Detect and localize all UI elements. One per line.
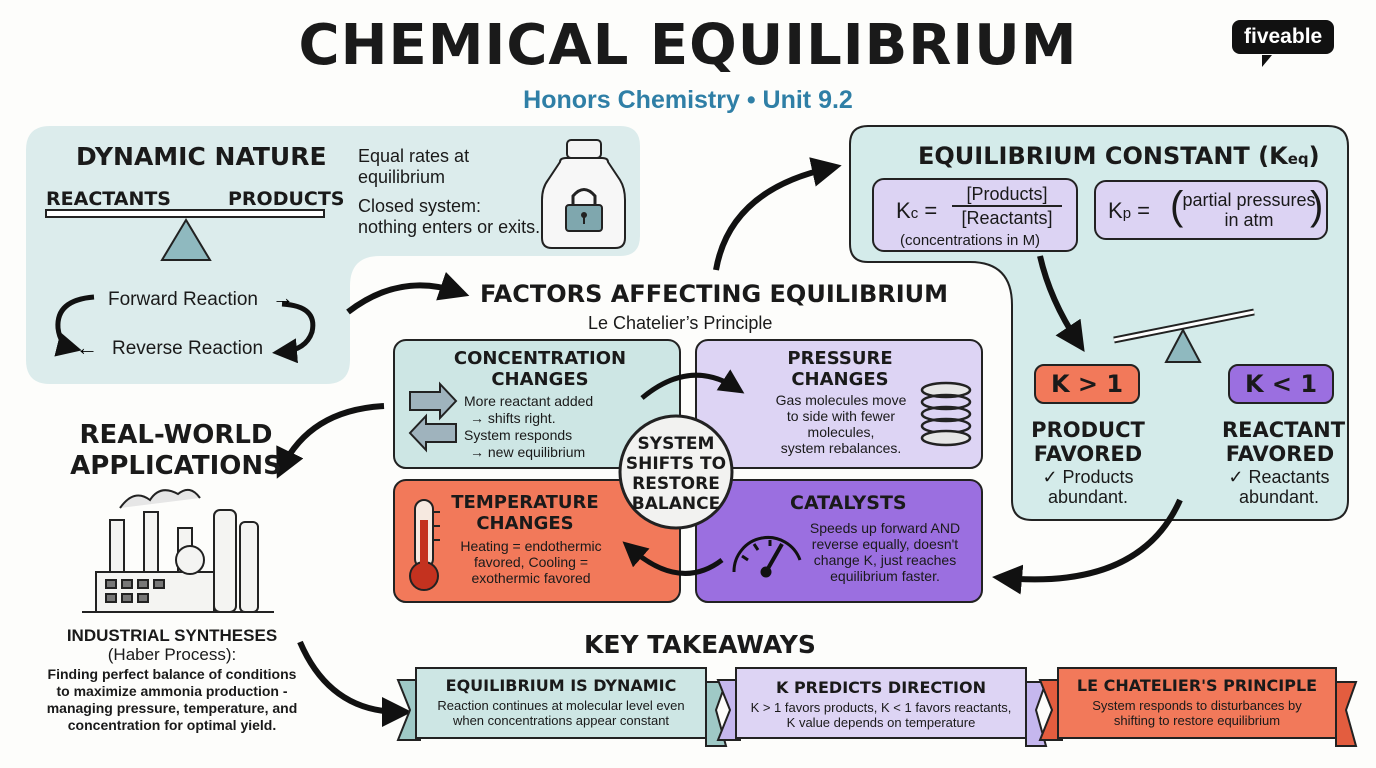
arrow-factors-to-applications xyxy=(276,403,385,479)
arrow-concentration-to-pressure xyxy=(640,369,745,400)
pressure-text: Gas molecules move to side with fewer mo… xyxy=(775,392,907,456)
takeaways-heading: KEY TAKEAWAYS xyxy=(584,630,816,659)
arrow-factors-to-constant xyxy=(713,157,842,271)
kc-numerator: [Products] xyxy=(952,184,1062,207)
kp-close-paren: ) xyxy=(1310,184,1324,228)
equilibrium-constant-heading: EQUILIBRIUM CONSTANT (Keq) xyxy=(918,142,1320,170)
kc-denominator: [Reactants] xyxy=(961,208,1053,228)
k-less-badge: K < 1 xyxy=(1228,364,1334,404)
temperature-text: Heating = endothermic favored, Cooling =… xyxy=(460,538,602,586)
brand-logo-tail xyxy=(1262,55,1272,67)
kp-line-2: in atm xyxy=(1224,210,1274,230)
forward-reaction-label: Forward Reaction xyxy=(108,289,258,310)
reverse-reaction-label: Reverse Reaction xyxy=(112,338,264,359)
double-arrow-icon xyxy=(408,381,458,453)
seesaw-beam xyxy=(45,209,325,218)
arrow-dynamic-to-factors xyxy=(346,271,470,315)
thermometer-icon xyxy=(409,499,440,591)
takeaway-1-text: Reaction continues at molecular level ev… xyxy=(437,698,685,728)
reverse-arrow-glyph: ← xyxy=(76,335,98,360)
k-heading-subscript: eq xyxy=(1287,150,1309,168)
takeaway-1-title: EQUILIBRIUM IS DYNAMIC xyxy=(445,676,677,695)
closed-system-note: Closed system: nothing enters or exits. xyxy=(358,196,540,238)
closed-system-line-2: nothing enters or exits. xyxy=(358,217,541,237)
seesaw-fulcrum xyxy=(160,218,212,261)
kc-symbol: Kc = xyxy=(896,198,938,223)
brand-logo: fiveable xyxy=(1232,20,1335,54)
k-heading-close: ) xyxy=(1308,142,1320,170)
factory-illustration xyxy=(82,488,274,613)
arrow-applications-to-takeaways xyxy=(297,640,412,727)
locked-jar-icon xyxy=(541,139,626,249)
k-heading-text: EQUILIBRIUM CONSTANT (K xyxy=(918,142,1288,170)
takeaway-1: EQUILIBRIUM IS DYNAMIC Reaction continue… xyxy=(416,676,706,728)
takeaway-2-title: K PREDICTS DIRECTION xyxy=(775,678,986,697)
speedometer-icon xyxy=(732,536,802,578)
takeaway-2: K PREDICTS DIRECTION K > 1 favors produc… xyxy=(736,678,1026,730)
arrow-constant-to-k xyxy=(1037,255,1085,352)
equal-rates-line-2: equilibrium xyxy=(358,167,446,187)
kc-note: (concentrations in M) xyxy=(900,232,1041,249)
ribbon-le-chatelier xyxy=(1038,667,1358,747)
cycle-arrow-right xyxy=(272,301,316,364)
takeaway-2-text: K > 1 favors products, K < 1 favors reac… xyxy=(750,700,1012,730)
dynamic-nature-heading: DYNAMIC NATURE xyxy=(76,142,327,171)
products-label: PRODUCTS xyxy=(228,188,345,210)
dynamic-nature-panel xyxy=(26,126,640,384)
equal-rates-line-1: Equal rates at xyxy=(358,146,470,166)
applications-title: INDUSTRIAL SYNTHESES (Haber Process): xyxy=(66,626,278,664)
page-title: CHEMICAL EQUILIBRIUM xyxy=(298,13,1078,78)
concentration-text: More reactant added → shifts right. Syst… xyxy=(464,393,594,460)
applications-text: Finding perfect balance of conditions to… xyxy=(46,666,298,733)
forward-arrow-glyph: → xyxy=(272,285,294,310)
spring-icon xyxy=(920,381,972,447)
k-greater-badge: K > 1 xyxy=(1034,364,1140,404)
reactants-label: REACTANTS xyxy=(46,188,171,210)
center-circle-text: SYSTEM SHIFTS TO RESTORE BALANCE xyxy=(625,434,727,514)
kc-formula-box: Kc = [Products] [Reactants] (concentrati… xyxy=(872,178,1078,252)
takeaway-3-title: LE CHATELIER'S PRINCIPLE xyxy=(1076,676,1318,695)
temperature-box xyxy=(393,479,681,603)
takeaway-3: LE CHATELIER'S PRINCIPLE System responds… xyxy=(1058,676,1336,728)
kp-line-1: partial pressures xyxy=(1182,190,1316,210)
arrow-catalysts-to-temperature xyxy=(622,541,724,576)
closed-system-line-1: Closed system: xyxy=(358,196,482,216)
kp-formula-box: Kp = ( partial pressures in atm ) xyxy=(1094,180,1328,240)
arrow-constant-to-catalysts xyxy=(992,498,1183,595)
catalysts-text: Speeds up forward AND reverse equally, d… xyxy=(809,520,961,584)
factors-heading: FACTORS AFFECTING EQUILIBRIUM xyxy=(480,280,949,308)
ribbon-equilibrium-dynamic xyxy=(396,667,728,747)
center-circle xyxy=(618,414,734,530)
catalysts-title: CATALYSTS xyxy=(790,492,907,514)
equal-rates-note: Equal rates at equilibrium xyxy=(358,146,469,188)
factors-subheading: Le Chatelier’s Principle xyxy=(588,313,773,333)
kp-open-paren: ( xyxy=(1170,184,1184,228)
pressure-box xyxy=(695,339,983,469)
cycle-arrow-left xyxy=(54,294,95,357)
k-seesaw-fulcrum xyxy=(1164,327,1202,363)
kp-symbol: Kp = xyxy=(1108,198,1151,223)
kp-text: partial pressures in atm xyxy=(1182,190,1316,230)
concentration-box xyxy=(393,339,681,469)
page-subtitle: Honors Chemistry • Unit 9.2 xyxy=(523,86,853,114)
ribbon-k-predicts xyxy=(716,667,1048,747)
